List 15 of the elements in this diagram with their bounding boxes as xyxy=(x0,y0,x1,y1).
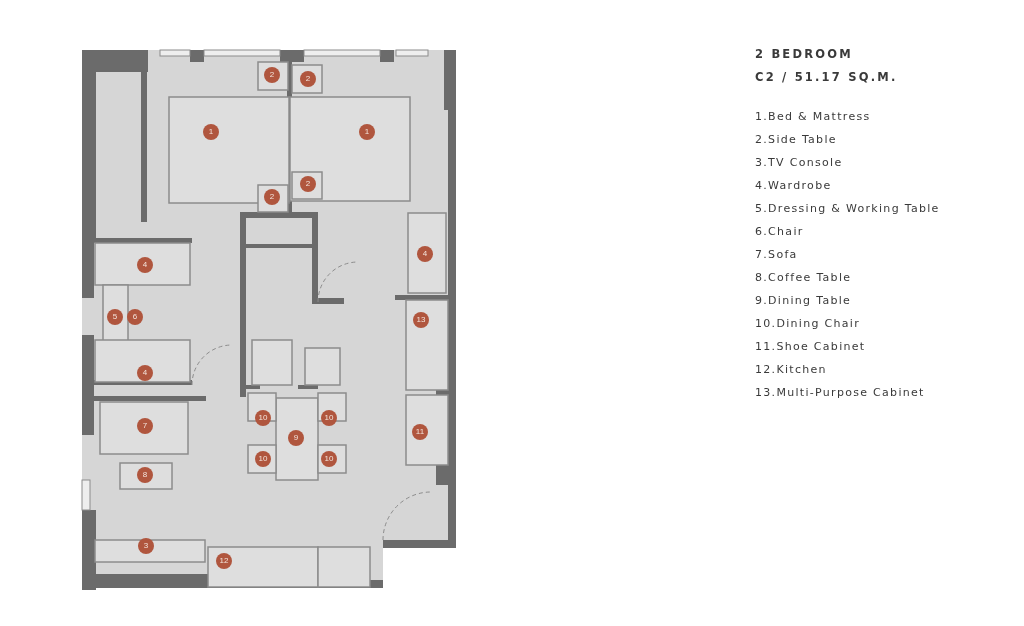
legend-item: 3.TV Console xyxy=(755,156,843,169)
legend-item: 7.Sofa xyxy=(755,248,798,261)
legend-item: 2.Side Table xyxy=(755,133,837,146)
legend-item: 13.Multi-Purpose Cabinet xyxy=(755,386,925,399)
legend-item: 12.Kitchen xyxy=(755,363,827,376)
legend-item: 5.Dressing & Working Table xyxy=(755,202,940,215)
legend-item: 10.Dining Chair xyxy=(755,317,860,330)
legend-item: 1.Bed & Mattress xyxy=(755,110,871,123)
legend-item: 4.Wardrobe xyxy=(755,179,832,192)
legend-item: 9.Dining Table xyxy=(755,294,852,307)
unit-area: C2 / 51.17 SQ.M. xyxy=(755,70,898,84)
legend-item: 8.Coffee Table xyxy=(755,271,852,284)
legend-item: 6.Chair xyxy=(755,225,804,238)
plan-title: 2 BEDROOM xyxy=(755,47,853,61)
legend-item: 11.Shoe Cabinet xyxy=(755,340,866,353)
